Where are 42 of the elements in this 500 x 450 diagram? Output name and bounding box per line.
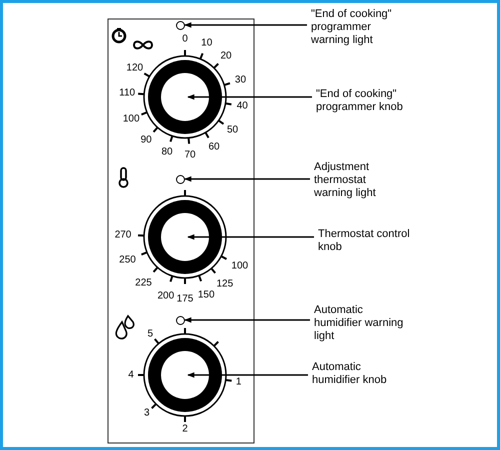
scale-number: 3 xyxy=(144,408,150,419)
warning-light xyxy=(176,20,184,30)
scale-number: 270 xyxy=(114,229,132,240)
callout-text: "End of cooking" programmer warning light xyxy=(311,8,401,47)
scale-number: 0 xyxy=(182,34,188,44)
scale-number: 1 xyxy=(236,376,242,388)
leader-arrow xyxy=(187,372,308,378)
scale-number: 50 xyxy=(226,124,238,136)
callout-text: "End of cooking" programmer knob xyxy=(316,88,408,114)
scale-number: 80 xyxy=(162,146,173,158)
scale-number: 20 xyxy=(220,50,232,62)
control-knob xyxy=(137,327,233,423)
scale-number: 125 xyxy=(216,278,234,290)
scale-number: 200 xyxy=(157,290,174,302)
scale-number: 10 xyxy=(201,38,212,49)
scale-number: 60 xyxy=(208,142,220,153)
warning-light xyxy=(176,174,184,184)
scale-number: 4 xyxy=(128,370,134,380)
leader-arrow xyxy=(184,22,307,28)
scale-number: 110 xyxy=(119,87,136,98)
scale-number: 100 xyxy=(122,113,140,124)
warning-light xyxy=(176,316,184,324)
scale-number: 225 xyxy=(135,278,152,289)
scale-number: 2 xyxy=(182,424,188,434)
scale-number: 5 xyxy=(148,328,154,340)
scale-number: 70 xyxy=(184,149,196,160)
scale-number: 175 xyxy=(176,294,194,304)
leader-arrow xyxy=(184,317,310,323)
leader-arrow xyxy=(187,234,314,240)
scale-number: 120 xyxy=(126,62,144,74)
callout-text: Thermostat control knob xyxy=(318,228,422,254)
scale-number: 90 xyxy=(140,134,152,146)
leader-arrow xyxy=(184,176,310,182)
scale-number: 100 xyxy=(231,260,248,272)
scale-number: 150 xyxy=(198,290,215,301)
scale-number: 250 xyxy=(119,254,136,266)
callout-text: Automatic humidifier knob xyxy=(312,361,410,387)
callout-text: Automatic humidifier warning light xyxy=(314,304,412,343)
leader-arrow xyxy=(187,94,312,100)
callout-text: Adjustment thermostat warning light xyxy=(314,161,404,200)
scale-number: 40 xyxy=(236,100,248,112)
scale-number: 30 xyxy=(234,74,246,86)
